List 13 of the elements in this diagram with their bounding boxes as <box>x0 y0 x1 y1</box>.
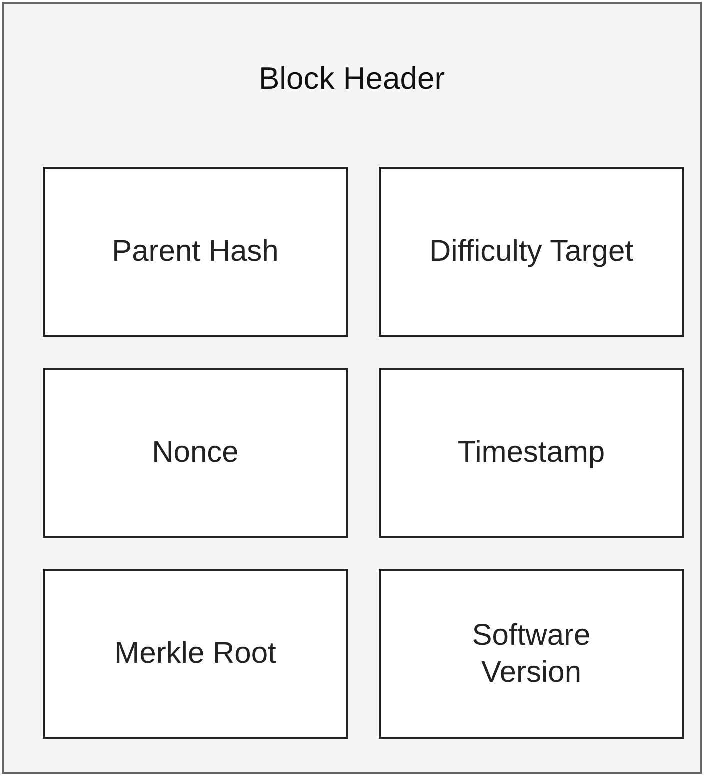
field-box <box>379 167 684 337</box>
field-label: Nonce <box>151 435 240 472</box>
field-label: Software Version <box>471 618 592 691</box>
field-label: Merkle Root <box>114 636 278 672</box>
field-label: Timestamp <box>456 435 606 472</box>
container-title: Block Header <box>258 60 446 98</box>
field-box <box>379 368 684 538</box>
field-box <box>43 569 348 739</box>
field-box <box>43 167 348 337</box>
field-label: Difficulty Target <box>428 234 634 270</box>
field-box <box>379 569 684 739</box>
field-box <box>43 368 348 538</box>
field-label: Parent Hash <box>111 234 280 270</box>
